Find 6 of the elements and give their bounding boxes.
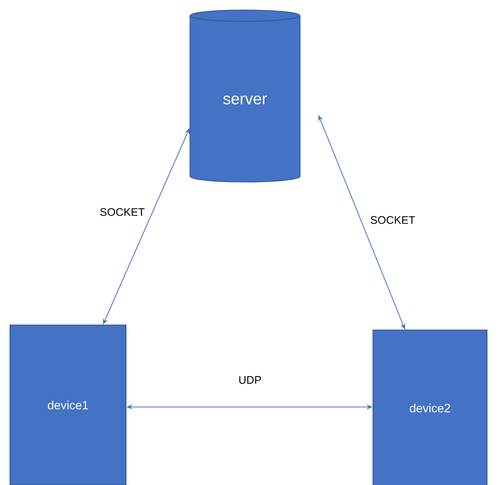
- device-box: device2: [372, 330, 488, 485]
- edge-label: UDP: [239, 376, 261, 384]
- device-box: device1: [10, 324, 126, 485]
- server-cylinder: server: [190, 10, 300, 182]
- edge-label: SOCKET: [100, 208, 145, 216]
- edge-label: SOCKET: [370, 216, 415, 224]
